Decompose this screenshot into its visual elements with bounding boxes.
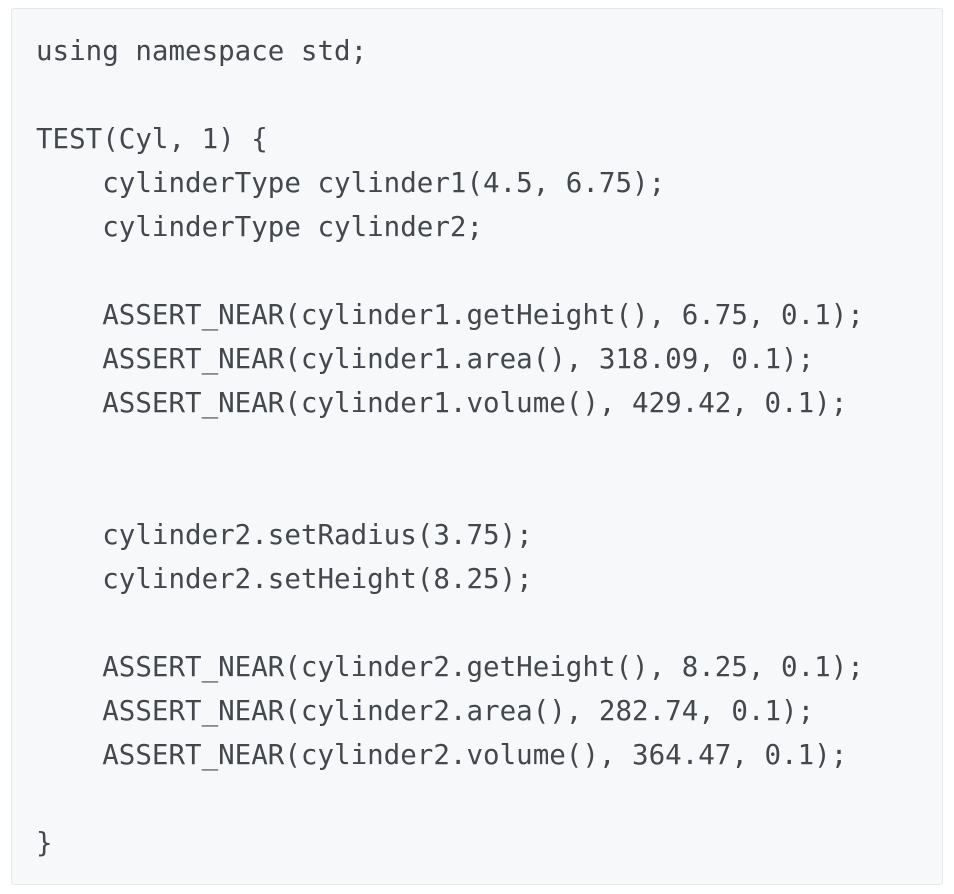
code-line: ASSERT_NEAR(cylinder2.volume(), 364.47, … xyxy=(36,739,848,771)
code-line: cylinderType cylinder1(4.5, 6.75); xyxy=(36,167,666,199)
code-line: using namespace std; xyxy=(36,35,368,67)
code-line: ASSERT_NEAR(cylinder2.area(), 282.74, 0.… xyxy=(36,695,815,727)
code-content[interactable]: using namespace std; TEST(Cyl, 1) { cyli… xyxy=(12,29,942,865)
code-line-blank xyxy=(36,469,918,513)
code-line: cylinder2.setRadius(3.75); xyxy=(36,519,533,551)
code-line-blank xyxy=(36,249,918,293)
code-line-blank xyxy=(36,73,918,117)
code-scroll-area[interactable]: using namespace std; TEST(Cyl, 1) { cyli… xyxy=(12,9,942,884)
code-line-blank xyxy=(36,425,918,469)
code-line: TEST(Cyl, 1) { xyxy=(36,123,268,155)
code-line: ASSERT_NEAR(cylinder1.area(), 318.09, 0.… xyxy=(36,343,815,375)
code-line-blank xyxy=(36,601,918,645)
code-line: } xyxy=(36,827,53,859)
code-block[interactable]: using namespace std; TEST(Cyl, 1) { cyli… xyxy=(11,8,943,885)
code-line: cylinderType cylinder2; xyxy=(36,211,484,243)
code-line: ASSERT_NEAR(cylinder1.getHeight(), 6.75,… xyxy=(36,299,864,331)
code-line: ASSERT_NEAR(cylinder2.getHeight(), 8.25,… xyxy=(36,651,864,683)
code-line: ASSERT_NEAR(cylinder1.volume(), 429.42, … xyxy=(36,387,848,419)
code-line-blank xyxy=(36,777,918,821)
code-line: cylinder2.setHeight(8.25); xyxy=(36,563,533,595)
